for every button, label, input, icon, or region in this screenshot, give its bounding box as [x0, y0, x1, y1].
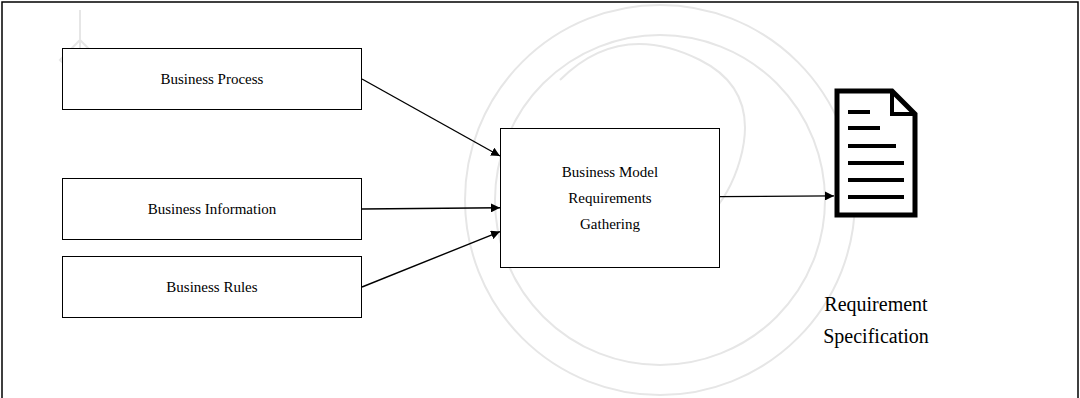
arrow-connector: [362, 208, 500, 209]
arrow-connector: [720, 195, 834, 197]
document-line: [848, 195, 904, 199]
watermark: [60, 5, 855, 395]
document-outline: [834, 88, 918, 218]
document-icon: Requirement Specification: [834, 88, 918, 218]
arrow-connector: [362, 79, 500, 156]
document-line: [848, 161, 904, 165]
box-label: Business Process: [161, 66, 264, 92]
document-line: [848, 110, 870, 114]
document-label: Requirement Specification: [796, 288, 956, 352]
document-line: [848, 178, 904, 182]
document-fold: [892, 91, 915, 114]
process-box: Business Process: [62, 48, 362, 110]
process-box: Business Model Requirements Gathering: [500, 128, 720, 268]
box-label: Business Information: [148, 196, 277, 222]
document-line: [848, 144, 896, 148]
document-line: [848, 126, 880, 130]
process-box: Business Information: [62, 178, 362, 240]
document-page: [837, 91, 915, 215]
box-label: Business Rules: [166, 274, 257, 300]
box-label: Business Model Requirements Gathering: [551, 159, 669, 238]
process-box: Business Rules: [62, 256, 362, 318]
arrow-connector: [362, 232, 500, 287]
